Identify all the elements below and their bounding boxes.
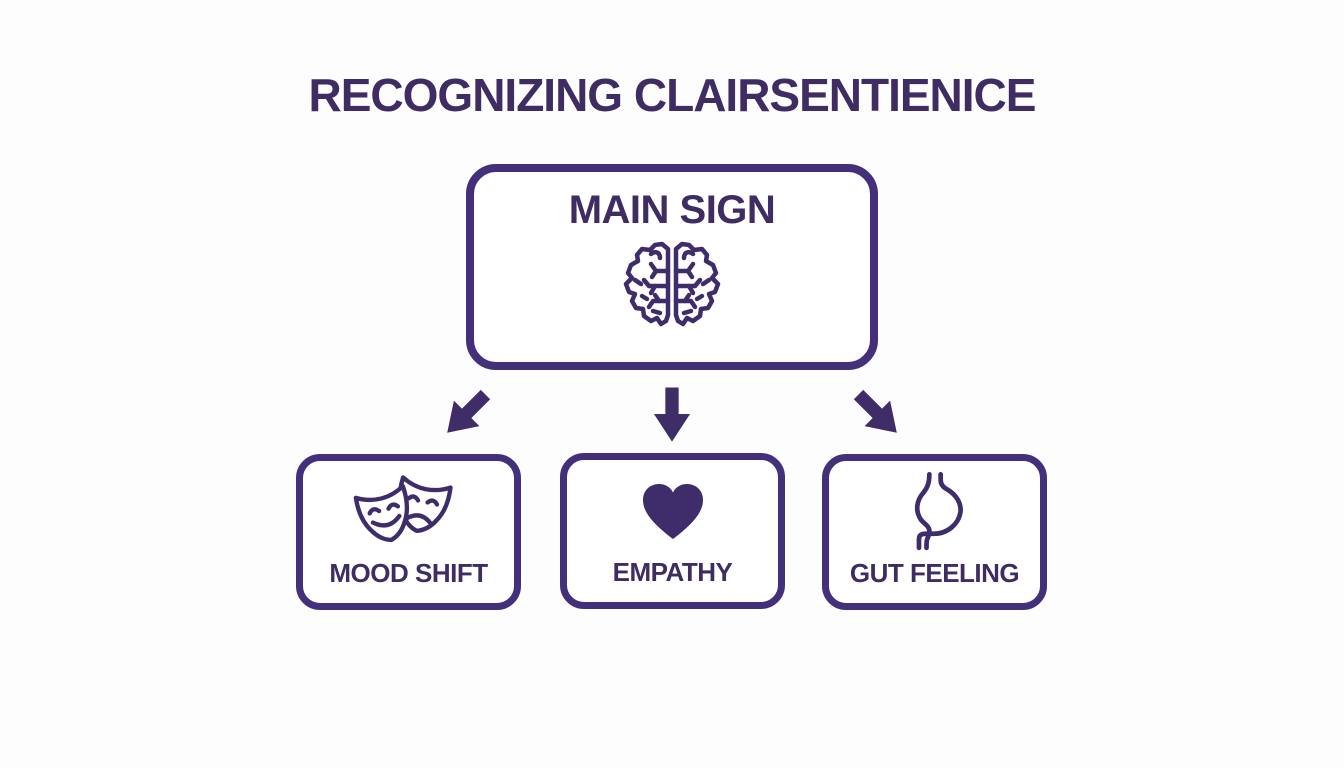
theater-masks-icon <box>353 474 453 542</box>
main-sign-label: MAIN SIGN <box>568 188 776 232</box>
sign-box-gut-feeling: GUT FEELING <box>822 454 1047 610</box>
main-sign-box: MAIN SIGN <box>466 164 878 370</box>
sign-label: GUT FEELING <box>849 558 1020 588</box>
arrow-down-right-icon <box>853 389 897 433</box>
stomach-icon <box>914 471 963 550</box>
sign-label: EMPATHY <box>612 557 733 587</box>
brain-icon <box>623 241 722 327</box>
sign-box-mood-shift: MOOD SHIFT <box>296 454 521 610</box>
page-title: RECOGNIZING CLAIRSENTIENICE <box>308 69 1037 121</box>
arrow-down-left-icon <box>447 389 491 433</box>
heart-icon <box>642 483 703 539</box>
sign-box-empathy: EMPATHY <box>560 453 785 609</box>
empathy-icon-slot <box>641 466 705 557</box>
arrow-down-icon <box>653 387 691 442</box>
mood-shift-icon-slot <box>346 467 472 558</box>
sign-label: MOOD SHIFT <box>329 558 488 588</box>
gut-feeling-icon-slot <box>902 467 968 558</box>
